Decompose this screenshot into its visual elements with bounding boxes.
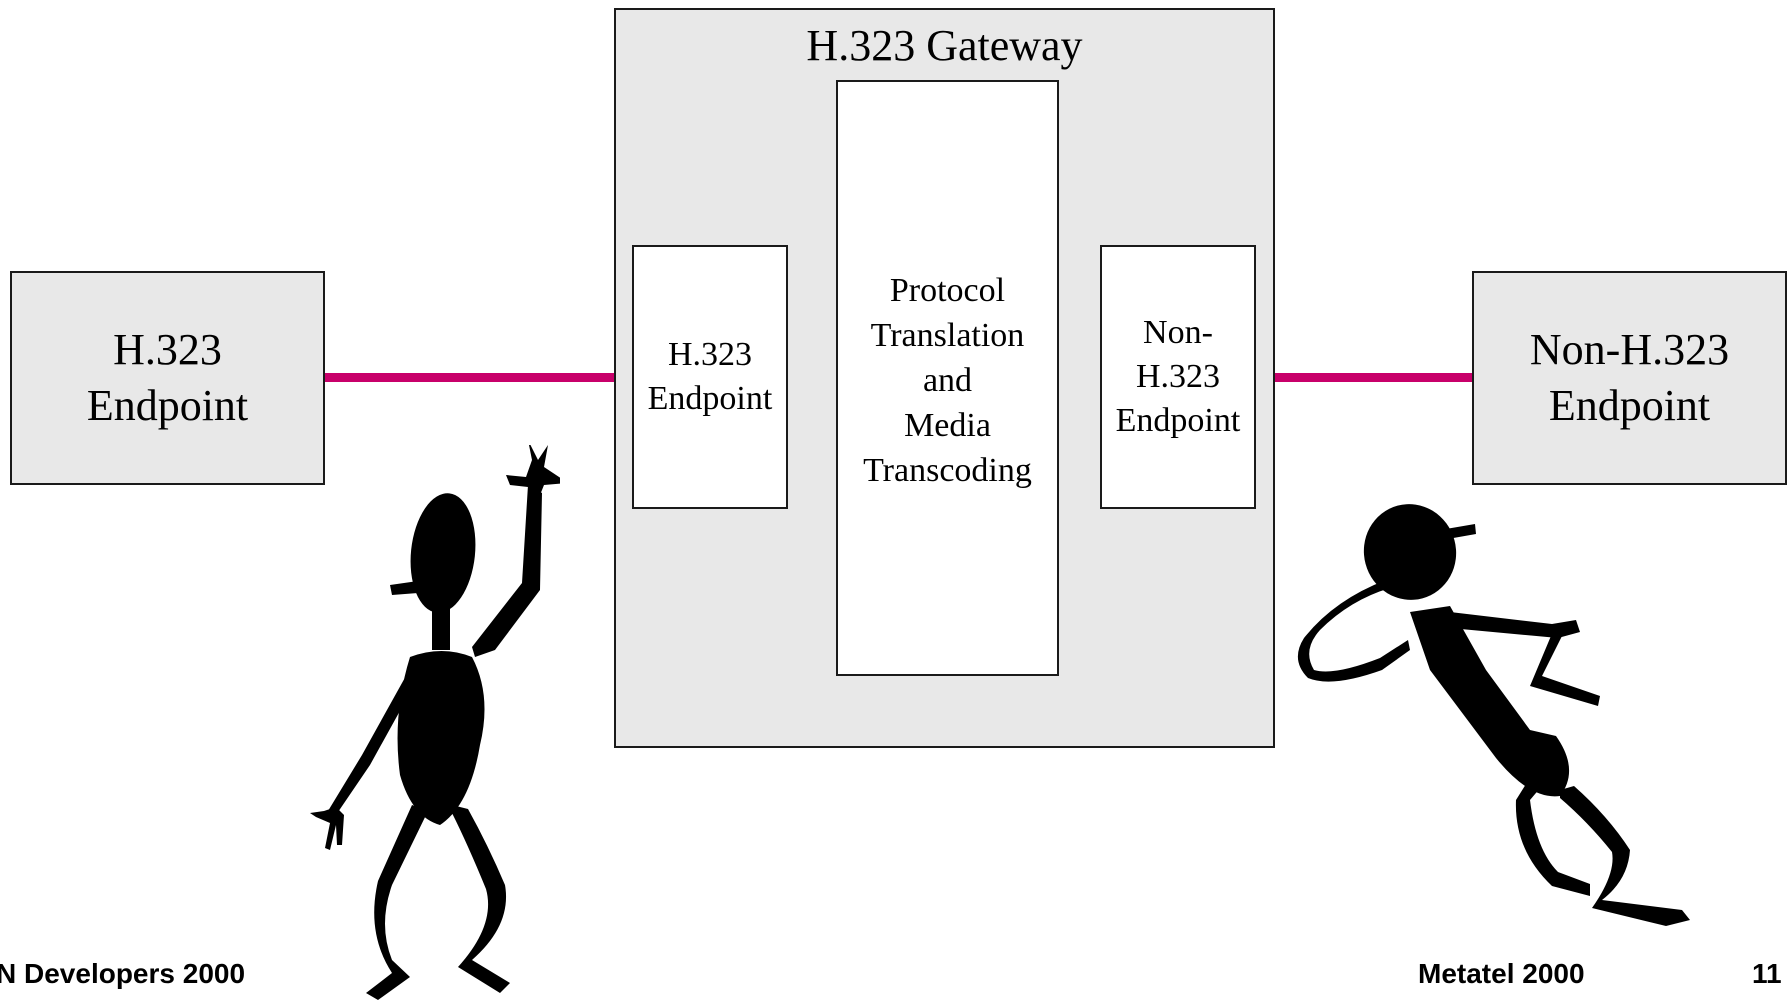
waving-person-clipart <box>310 445 560 1000</box>
non-h323-endpoint-box: Non-H.323 Endpoint <box>1472 271 1787 485</box>
non-h323-endpoint-label: Non-H.323 Endpoint <box>1529 325 1730 430</box>
gateway-title: H.323 Gateway <box>806 21 1083 70</box>
gateway-non-h323-endpoint-label: Non- H.323 Endpoint <box>1115 314 1241 439</box>
h323-endpoint-label: H.323 Endpoint <box>86 325 249 430</box>
footer-left-text: N Developers 2000 <box>0 958 246 989</box>
gateway-h323-endpoint-label: H.323 Endpoint <box>647 336 773 417</box>
gateway-h323-endpoint-box: H.323 Endpoint <box>632 245 788 509</box>
h323-endpoint-box: H.323 Endpoint <box>10 271 325 485</box>
connector-left <box>323 373 634 382</box>
protocol-translation-label: Protocol Translation and Media Transcodi… <box>863 272 1032 489</box>
gateway-non-h323-endpoint-box: Non- H.323 Endpoint <box>1100 245 1256 509</box>
page-number: 11 <box>1752 958 1782 989</box>
listening-person-clipart <box>1297 504 1690 926</box>
footer-company-text: Metatel 2000 <box>1418 958 1585 989</box>
connector-right <box>1254 373 1474 382</box>
protocol-translation-box: Protocol Translation and Media Transcodi… <box>836 80 1059 676</box>
